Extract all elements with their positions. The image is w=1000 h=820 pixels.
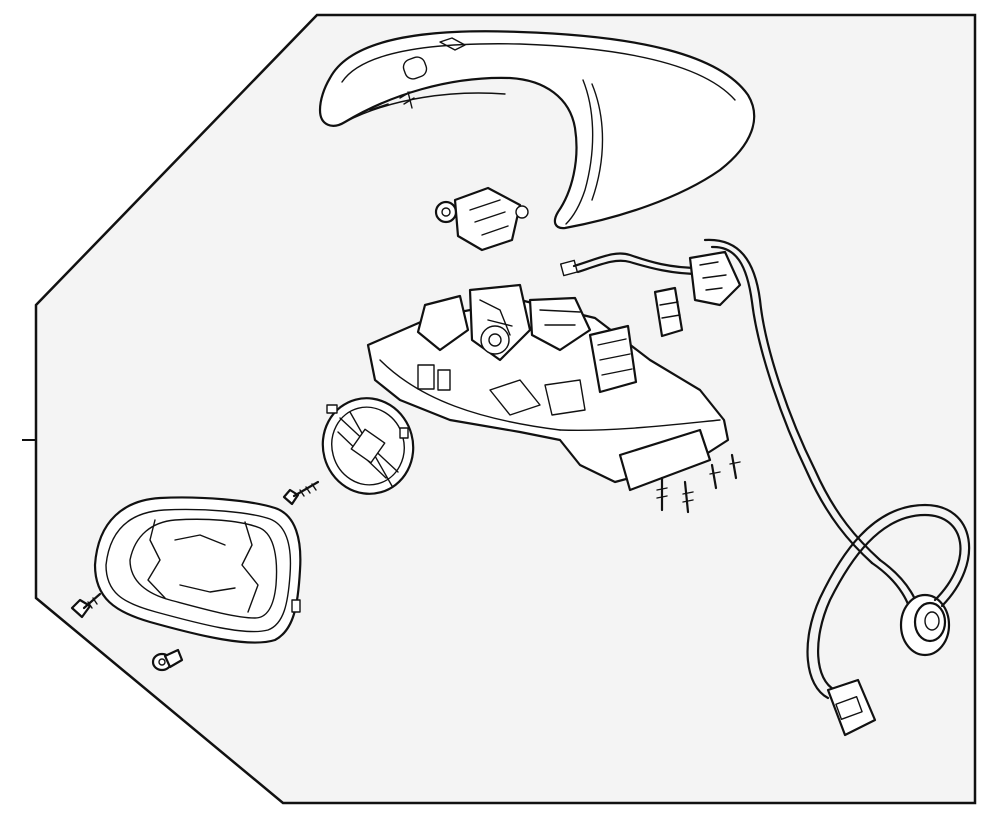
mirror-glass-frame — [93, 496, 302, 644]
screw — [70, 592, 102, 619]
wiring-harness — [559, 238, 971, 737]
mounting-screw — [282, 480, 320, 506]
mirror-cover — [318, 30, 756, 230]
actuator-motor — [321, 397, 415, 495]
clip — [151, 648, 184, 672]
blind-spot-module — [434, 186, 529, 252]
mounting-studs — [656, 453, 741, 514]
mirror-housing-base — [366, 283, 741, 514]
